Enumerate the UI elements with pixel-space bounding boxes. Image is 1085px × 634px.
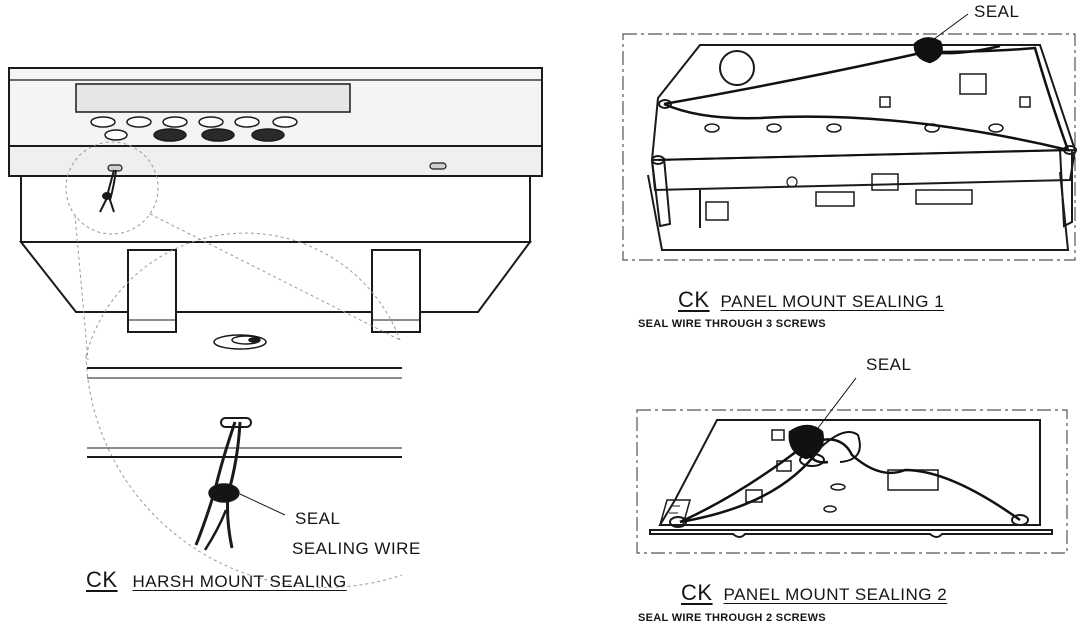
seal-label-panel-2: SEAL xyxy=(866,355,912,374)
panel-mount-1-note: SEAL WIRE THROUGH 3 SCREWS xyxy=(638,318,826,330)
screw-swirl xyxy=(213,334,267,350)
panel-mount-2-seal-wire xyxy=(679,377,1021,524)
keypad-bottom-row xyxy=(104,128,285,142)
harsh-mount-caption: CK HARSH MOUNT SEALING xyxy=(86,567,347,593)
harsh-mount-seal-small xyxy=(99,169,117,213)
keypad-top-row xyxy=(90,116,298,128)
magnified-detail xyxy=(87,367,402,551)
panel-mount-2-frame xyxy=(636,409,1068,554)
panel-mount-1-caption: CK PANEL MOUNT SEALING 1 xyxy=(678,287,944,313)
caption-title: HARSH MOUNT SEALING xyxy=(132,572,347,591)
panel-mount-2-board xyxy=(649,419,1053,538)
seal-label-panel-1: SEAL xyxy=(974,2,1020,21)
sealing-wire-label: SEALING WIRE xyxy=(292,539,421,558)
seal-label-left: SEAL xyxy=(295,509,341,528)
panel-mount-1-board xyxy=(647,44,1077,251)
caption-prefix: CK xyxy=(86,567,118,592)
panel-mount-1-seal-wire xyxy=(657,13,1070,161)
caption-prefix: CK xyxy=(678,287,710,312)
harsh-mount-terminal xyxy=(8,67,543,333)
caption-title: PANEL MOUNT SEALING 1 xyxy=(720,292,945,311)
detail-magnifier xyxy=(65,141,403,588)
caption-title: PANEL MOUNT SEALING 2 xyxy=(723,585,948,604)
panel-mount-2-note: SEAL WIRE THROUGH 2 SCREWS xyxy=(638,612,826,624)
panel-mount-1-frame xyxy=(622,33,1076,261)
panel-mount-2-caption: CK PANEL MOUNT SEALING 2 xyxy=(681,580,947,606)
caption-prefix: CK xyxy=(681,580,713,605)
